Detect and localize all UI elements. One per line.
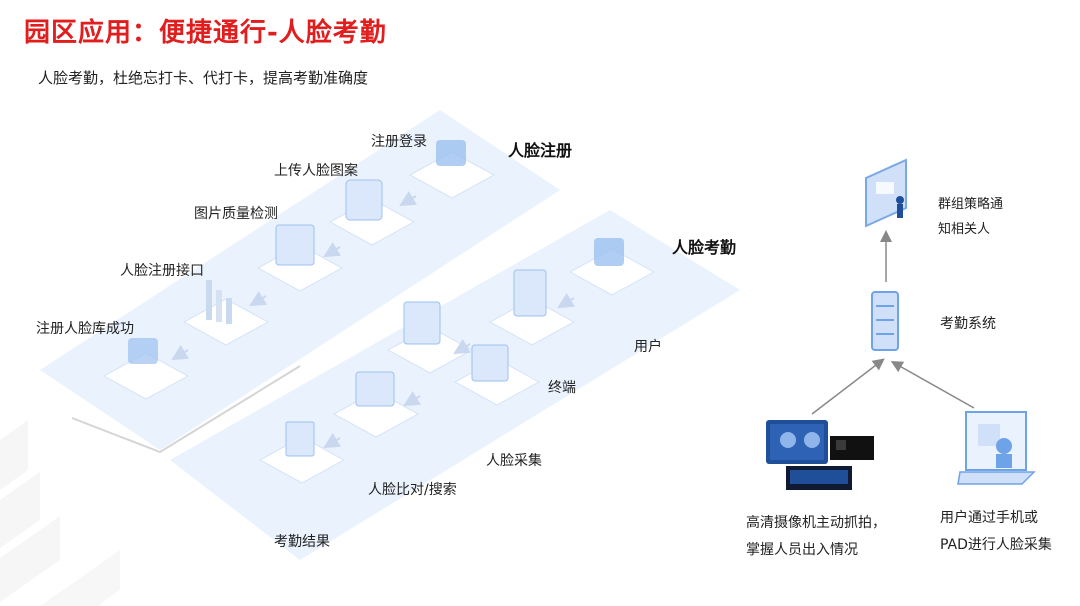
camera-monitor-icon [766,420,874,490]
notify-label-line-1: 群组策略通 [938,197,1004,212]
face-upload-icon [345,179,383,221]
shield-icon [436,140,466,166]
scanner-icon [403,301,441,345]
bar-chart-icon-2 [216,290,222,322]
registration-tiles [102,140,496,400]
document-icon [285,421,315,457]
face-capture-icon [471,344,509,382]
id-card-icon [355,371,395,407]
attendance-heading: 人脸考勤 [672,238,737,257]
platform-connector [71,365,301,454]
camera-caption-line-1: 高清摄像机主动抓拍， [746,515,886,531]
camera-caption-line-2: 掌握人员出入情况 [746,542,858,558]
tablet-user-icon [957,411,1036,485]
reg-step-login: 注册登录 [371,134,427,150]
arrow-mobile-to-system [890,361,975,409]
bar-chart-icon [206,280,212,320]
database-icon [128,338,158,364]
system-flow [766,158,1036,490]
tablet-icon [513,269,547,317]
att-step-result: 考勤结果 [274,534,330,550]
registration-heading: 人脸注册 [508,141,573,160]
reg-step-quality: 图片质量检测 [194,206,278,222]
server-icon [871,291,899,351]
user-cube-icon [594,238,624,266]
reg-step-upload: 上传人脸图案 [274,163,358,179]
notify-label: 群组策略通 知相关人 [938,192,1003,242]
attendance-tiles [258,238,656,484]
image-icon [275,224,315,266]
attendance-system-label: 考勤系统 [940,316,996,332]
monitor-presentation-icon [865,158,907,228]
mobile-caption-line-2: PAD进行人脸采集 [940,537,1052,553]
reg-step-api: 人脸注册接口 [120,263,204,279]
reg-step-success: 注册人脸库成功 [36,321,134,337]
att-step-compare: 人脸比对/搜索 [368,482,457,498]
camera-caption: 高清摄像机主动抓拍， 掌握人员出入情况 [746,510,886,564]
arrow-camera-to-system [811,358,885,415]
mobile-caption-line-1: 用户通过手机或 [940,510,1038,526]
mobile-caption: 用户通过手机或 PAD进行人脸采集 [940,505,1052,559]
att-step-terminal: 终端 [548,380,576,396]
bar-chart-icon-3 [226,298,232,324]
page-subtitle: 人脸考勤，杜绝忘打卡、代打卡，提高考勤准确度 [38,69,369,87]
att-step-capture: 人脸采集 [486,453,542,469]
att-step-user: 用户 [634,339,662,355]
decorative-stripes [0,420,120,606]
notify-label-line-2: 知相关人 [938,222,991,237]
page-title: 园区应用：便捷通行-人脸考勤 [24,18,387,48]
